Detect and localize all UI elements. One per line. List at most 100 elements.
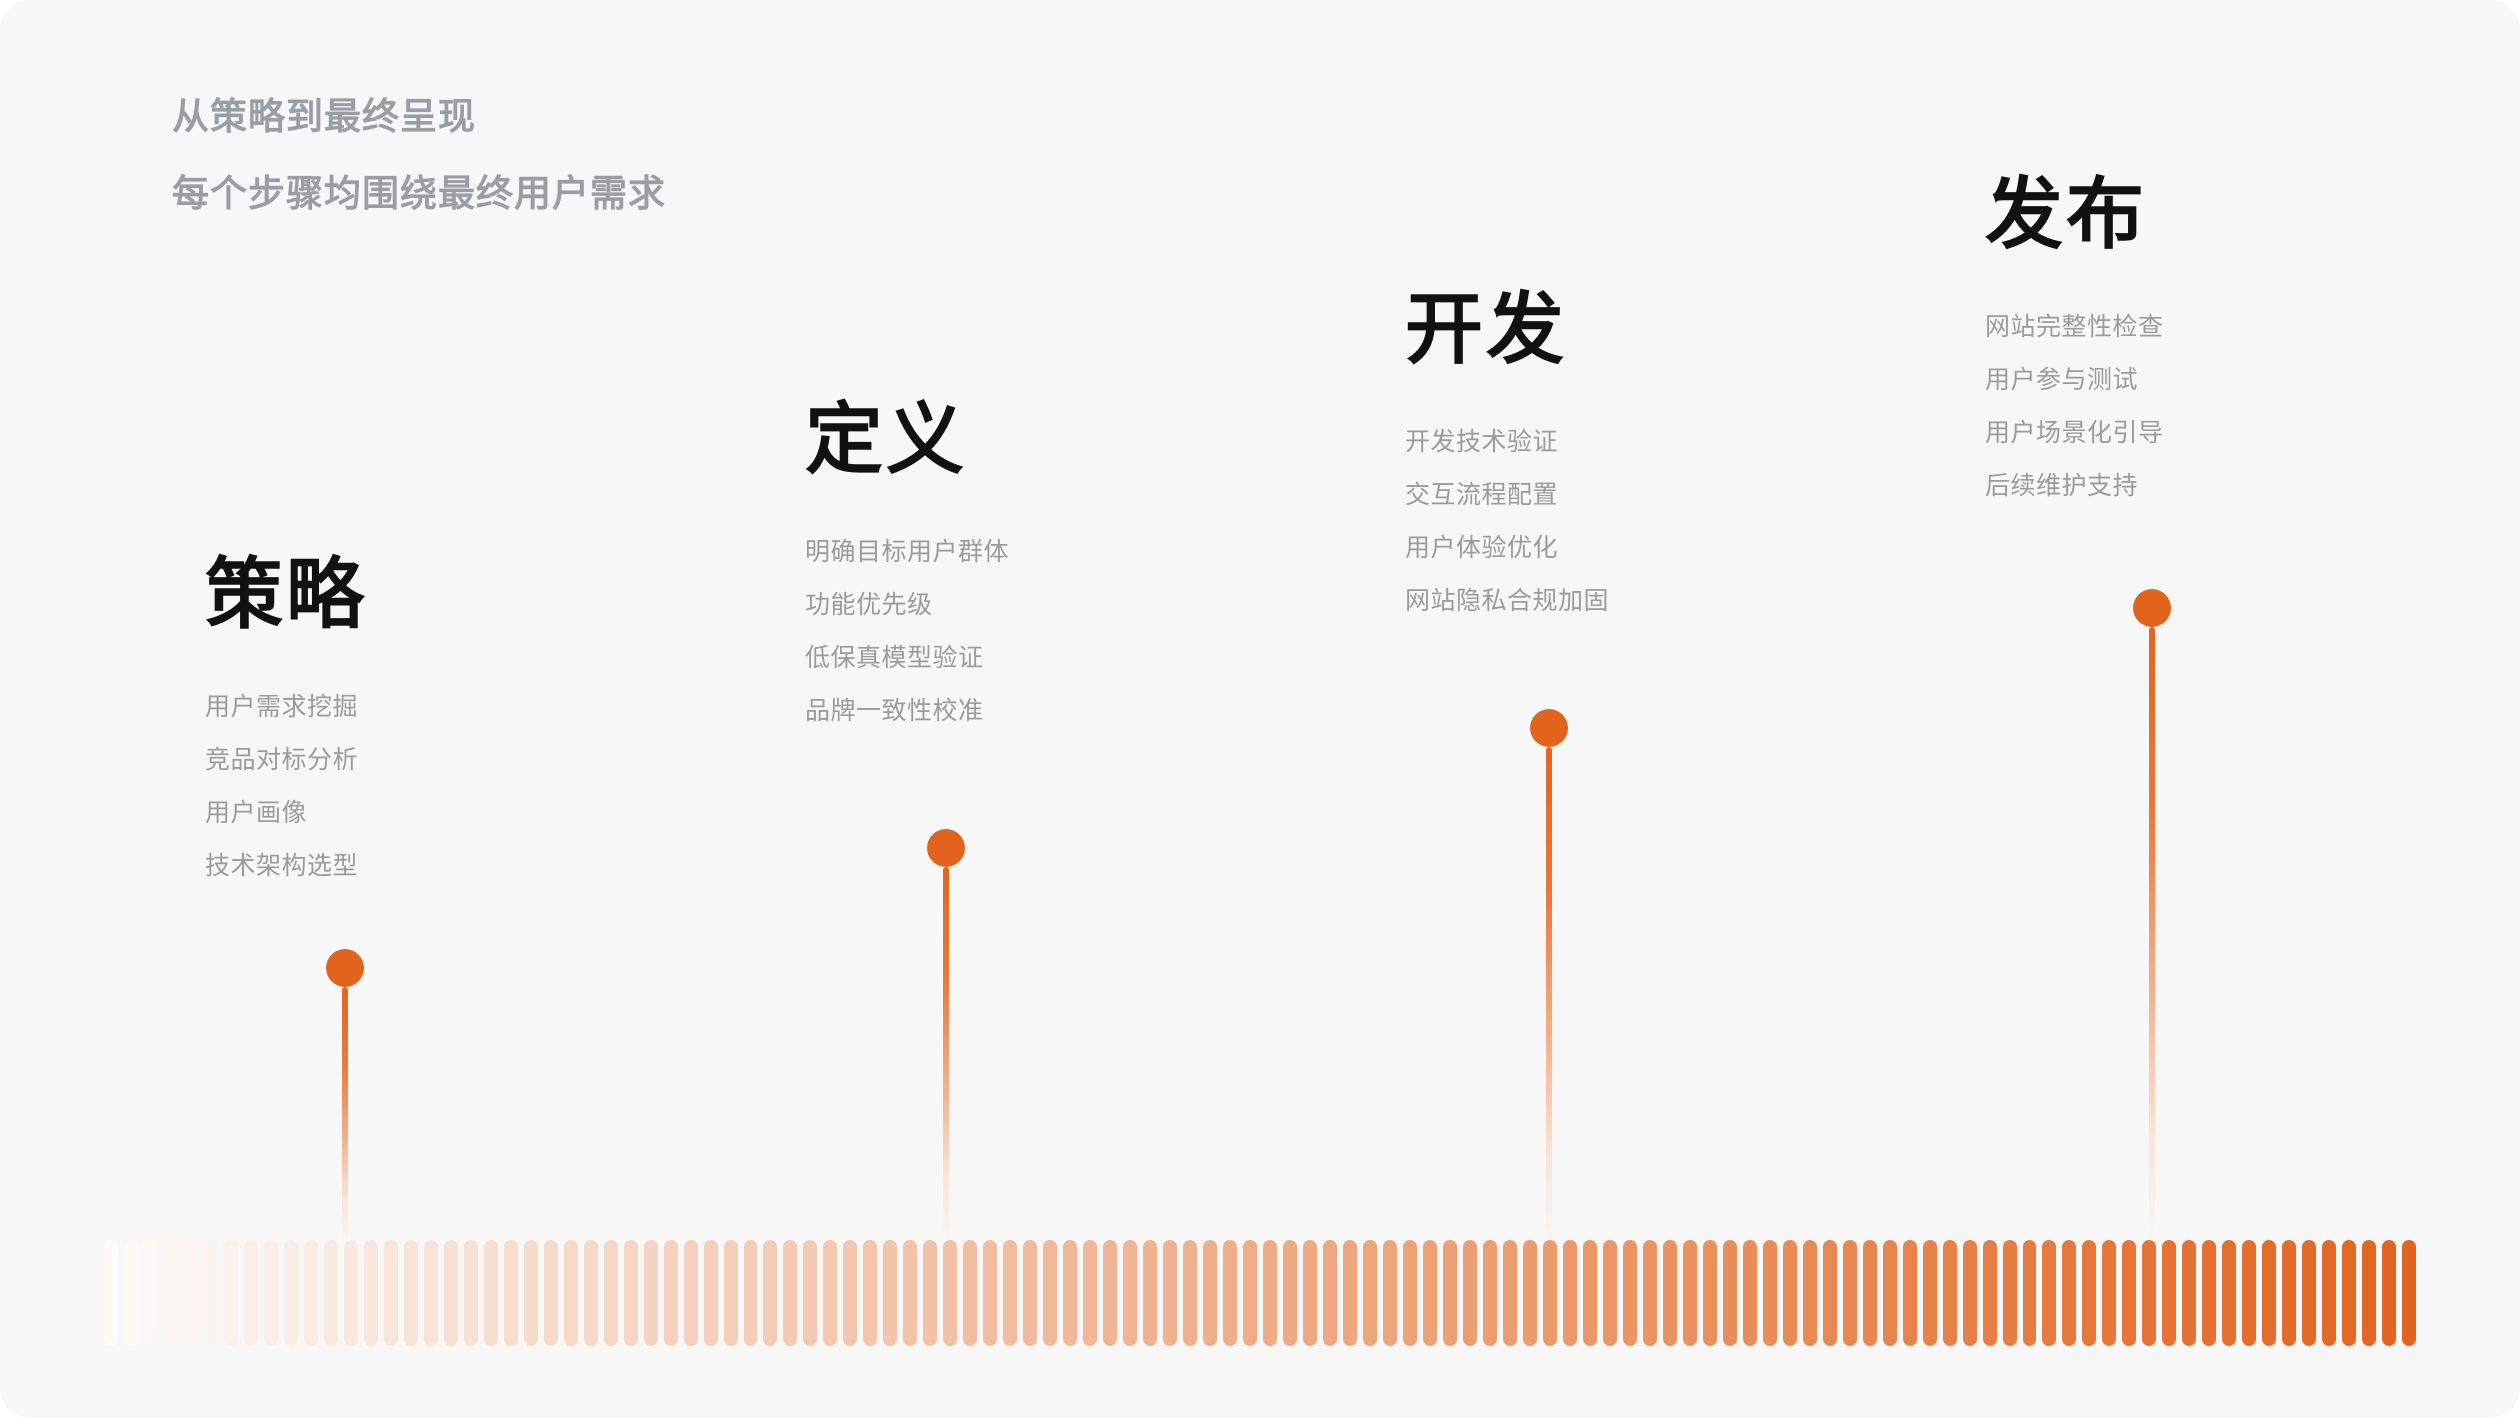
gradient-bar xyxy=(1223,1240,1238,1346)
stage-column-develop: 开发 开发技术验证 交互流程配置 用户体验优化 网站隐私合规加固 xyxy=(1405,290,1609,628)
list-item: 竞品对标分析 xyxy=(205,746,359,774)
corner-mask-bl xyxy=(0,1388,30,1418)
gradient-bar xyxy=(2302,1240,2317,1346)
list-item: 用户需求挖掘 xyxy=(205,693,359,721)
gradient-bar xyxy=(823,1240,838,1346)
stage-stem-define xyxy=(943,867,949,1245)
gradient-bar xyxy=(1882,1240,1897,1346)
stage-column-release: 发布 网站完整性检查 用户参与测试 用户场景化引导 后续维护支持 xyxy=(1985,175,2164,513)
gradient-bar xyxy=(2222,1240,2237,1346)
gradient-bar xyxy=(583,1240,598,1346)
list-item: 网站隐私合规加固 xyxy=(1405,587,1610,615)
gradient-bar xyxy=(443,1240,458,1346)
gradient-bar xyxy=(1702,1240,1717,1346)
gradient-bar xyxy=(623,1240,638,1346)
gradient-bar xyxy=(1802,1240,1817,1346)
gradient-bar xyxy=(1902,1240,1917,1346)
stage-dot-develop[interactable] xyxy=(1530,709,1568,747)
gradient-bar xyxy=(183,1240,198,1346)
gradient-bar xyxy=(1662,1240,1677,1346)
gradient-bar xyxy=(1502,1240,1517,1346)
gradient-bar xyxy=(1582,1240,1597,1346)
gradient-bar xyxy=(1742,1240,1757,1346)
stage-column-strategy: 策略 用户需求挖掘 竞品对标分析 用户画像 技术架构选型 xyxy=(205,555,367,893)
list-item: 用户体验优化 xyxy=(1405,534,1559,562)
list-item: 用户画像 xyxy=(205,799,308,827)
stage-dot-release[interactable] xyxy=(2133,589,2171,627)
gradient-bar xyxy=(1862,1240,1877,1346)
gradient-bar xyxy=(1163,1240,1178,1346)
gradient-bar xyxy=(1303,1240,1318,1346)
stage-list-develop: 开发技术验证 交互流程配置 用户体验优化 网站隐私合规加固 xyxy=(1405,416,1609,628)
gradient-bar xyxy=(2062,1240,2077,1346)
stage-title-release: 发布 xyxy=(1985,170,2148,258)
gradient-bar xyxy=(1842,1240,1857,1346)
stage-column-define: 定义 明确目标用户群体 功能优先级 低保真模型验证 品牌一致性校准 xyxy=(805,400,1009,738)
gradient-bar xyxy=(1083,1240,1098,1346)
page-title-line-1: 从策略到最终呈现 xyxy=(172,96,476,137)
gradient-bar xyxy=(1642,1240,1657,1346)
gradient-bar xyxy=(1243,1240,1258,1346)
gradient-bar xyxy=(1622,1240,1637,1346)
gradient-bar xyxy=(1323,1240,1338,1346)
stage-stem-release xyxy=(2149,627,2155,1245)
gradient-bar xyxy=(723,1240,738,1346)
gradient-bar xyxy=(643,1240,658,1346)
gradient-bar xyxy=(243,1240,258,1346)
stage-stem-develop xyxy=(1546,747,1552,1245)
gradient-bar xyxy=(1542,1240,1557,1346)
corner-mask-tr xyxy=(2490,0,2520,30)
list-item: 交互流程配置 xyxy=(1405,481,1559,509)
gradient-bar xyxy=(1363,1240,1377,1346)
list-item: 网站完整性检查 xyxy=(1985,313,2164,341)
gradient-bar xyxy=(2122,1240,2137,1346)
gradient-bar xyxy=(2102,1240,2117,1346)
gradient-bar xyxy=(1762,1240,1777,1346)
gradient-bar xyxy=(863,1240,878,1346)
gradient-bar xyxy=(1003,1240,1018,1346)
gradient-bar xyxy=(2182,1240,2197,1346)
gradient-bar xyxy=(923,1240,938,1346)
gradient-bar xyxy=(503,1240,518,1346)
gradient-bar xyxy=(2322,1240,2337,1346)
gradient-bar xyxy=(1982,1240,1997,1346)
gradient-bar xyxy=(223,1240,238,1346)
gradient-bar xyxy=(2042,1240,2057,1346)
gradient-bar xyxy=(2082,1240,2097,1346)
gradient-bar xyxy=(263,1240,278,1346)
gradient-bar xyxy=(1682,1240,1697,1346)
gradient-bar xyxy=(104,1240,118,1346)
stage-dot-strategy[interactable] xyxy=(326,949,364,987)
corner-mask-br xyxy=(2490,1388,2520,1418)
gradient-bar xyxy=(1203,1240,1218,1346)
gradient-bar xyxy=(2202,1240,2217,1346)
gradient-bar xyxy=(703,1240,718,1346)
gradient-bar xyxy=(903,1240,918,1346)
stage-dot-define[interactable] xyxy=(927,829,965,867)
gradient-bar xyxy=(203,1240,218,1346)
list-item: 低保真模型验证 xyxy=(805,644,984,672)
gradient-bar xyxy=(163,1240,178,1346)
gradient-bar xyxy=(403,1240,418,1346)
gradient-bar xyxy=(563,1240,578,1346)
gradient-bar xyxy=(1822,1240,1837,1346)
gradient-bar xyxy=(1123,1240,1138,1346)
stage-list-release: 网站完整性检查 用户参与测试 用户场景化引导 后续维护支持 xyxy=(1985,301,2164,513)
gradient-bar xyxy=(1722,1240,1737,1346)
stage-title-strategy: 策略 xyxy=(205,550,368,638)
gradient-bar xyxy=(523,1240,538,1346)
gradient-bar xyxy=(1023,1240,1038,1346)
gradient-bar xyxy=(483,1240,498,1346)
gradient-bar xyxy=(543,1240,558,1346)
gradient-bar xyxy=(123,1240,138,1346)
gradient-bar xyxy=(423,1240,438,1346)
gradient-bar xyxy=(343,1240,358,1346)
gradient-bar-strip xyxy=(104,1240,2417,1346)
gradient-bar xyxy=(2002,1240,2017,1346)
gradient-bar xyxy=(463,1240,478,1346)
gradient-bar xyxy=(2242,1240,2257,1346)
gradient-bar xyxy=(1442,1240,1457,1346)
gradient-bar xyxy=(2262,1240,2277,1346)
gradient-bar xyxy=(803,1240,818,1346)
gradient-bar xyxy=(1263,1240,1278,1346)
